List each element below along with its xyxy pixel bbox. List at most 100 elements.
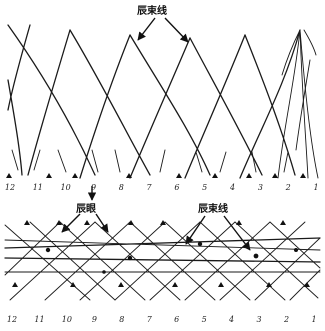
pin-marker [218, 282, 224, 287]
knot-dot [127, 255, 133, 261]
lower-pins [12, 220, 310, 287]
upper-number: 1 [313, 183, 318, 192]
thread [27, 29, 71, 176]
horizontal-thread [4, 239, 321, 251]
arrow [137, 17, 156, 41]
upper-number: 12 [5, 183, 15, 192]
knot-dot [45, 247, 51, 253]
upper-diagram: 辰束线 [6, 4, 319, 179]
knot-dot [102, 270, 106, 274]
pin-marker [266, 282, 272, 287]
lattice-line [59, 221, 146, 301]
pin-marker [70, 282, 76, 287]
lower-number: 7 [147, 315, 153, 324]
thread [69, 29, 151, 176]
thread [299, 29, 319, 179]
horizontal-thread [4, 257, 321, 263]
upper-number: 11 [33, 183, 43, 192]
knot-dot [294, 248, 298, 252]
pin-marker [280, 220, 286, 225]
pin-marker [272, 173, 278, 178]
lattice-line [269, 221, 321, 269]
stroke [11, 149, 19, 171]
thread [244, 34, 296, 176]
lower-number: 3 [257, 315, 262, 324]
stroke [251, 151, 257, 173]
lower-number: 4 [228, 315, 234, 324]
lower-number: 9 [92, 315, 97, 324]
thread [129, 34, 211, 176]
pin-marker [118, 282, 124, 287]
mid-right-label: 辰束线 [198, 202, 228, 215]
lattice-line [4, 221, 61, 276]
pin-marker [212, 173, 218, 178]
upper-number: 5 [202, 183, 207, 192]
mid-left-label: 辰眼 [76, 203, 96, 215]
middle-labels: 辰眼 辰束线 [61, 186, 251, 251]
arrow [185, 215, 206, 245]
pin-marker [12, 282, 18, 287]
lattice-line [4, 224, 91, 301]
thread [299, 29, 309, 179]
horizontal-thread [4, 237, 321, 249]
lower-number: 11 [34, 315, 44, 324]
pin-marker [126, 173, 132, 178]
knot-dot [253, 253, 259, 259]
lattice-line [44, 221, 131, 301]
thread [79, 34, 131, 179]
upper-number: 10 [61, 183, 71, 192]
lattice-line [94, 221, 181, 301]
thread [7, 79, 23, 176]
thread [184, 34, 246, 179]
upper-number: 3 [258, 183, 263, 192]
stroke [219, 151, 227, 173]
pin-marker [172, 282, 178, 287]
pin-marker [72, 173, 78, 178]
lower-number: 6 [174, 315, 179, 324]
upper-pin-strokes [11, 149, 289, 173]
lattice-line [114, 221, 201, 301]
lower-diagram [4, 220, 321, 301]
arrow [61, 213, 81, 233]
arrow [95, 213, 109, 233]
stroke [195, 151, 203, 173]
lattice-line [129, 221, 216, 301]
thread [7, 24, 96, 176]
pin-marker [56, 220, 62, 225]
lattice-line [29, 221, 116, 301]
thread [189, 37, 263, 176]
knot-dot [197, 241, 203, 247]
thread [7, 24, 31, 111]
stroke [159, 149, 166, 173]
upper-number: 2 [285, 183, 291, 192]
stroke [91, 149, 99, 173]
lattice-line [254, 237, 321, 301]
stroke [114, 149, 121, 173]
pin-marker [176, 173, 182, 178]
upper-number: 6 [174, 183, 179, 192]
thread [277, 29, 301, 179]
thread [281, 29, 301, 76]
lower-number: 12 [7, 315, 17, 324]
upper-number: 8 [119, 183, 124, 192]
upper-number: 7 [147, 183, 153, 192]
upper-threads [7, 24, 319, 179]
pin-marker [24, 220, 30, 225]
lattice-line [289, 269, 321, 301]
lower-number: 5 [202, 315, 207, 324]
pin-marker [304, 282, 310, 287]
pin-marker [84, 220, 90, 225]
lower-number: 8 [119, 315, 124, 324]
arrow [223, 215, 251, 251]
thread [239, 29, 301, 179]
lower-lattice [4, 221, 321, 301]
thread [295, 59, 311, 151]
thread [129, 37, 191, 179]
pin-marker [46, 173, 52, 178]
lattice-line [9, 221, 96, 301]
pin-marker [236, 220, 242, 225]
pin-marker [6, 173, 12, 178]
